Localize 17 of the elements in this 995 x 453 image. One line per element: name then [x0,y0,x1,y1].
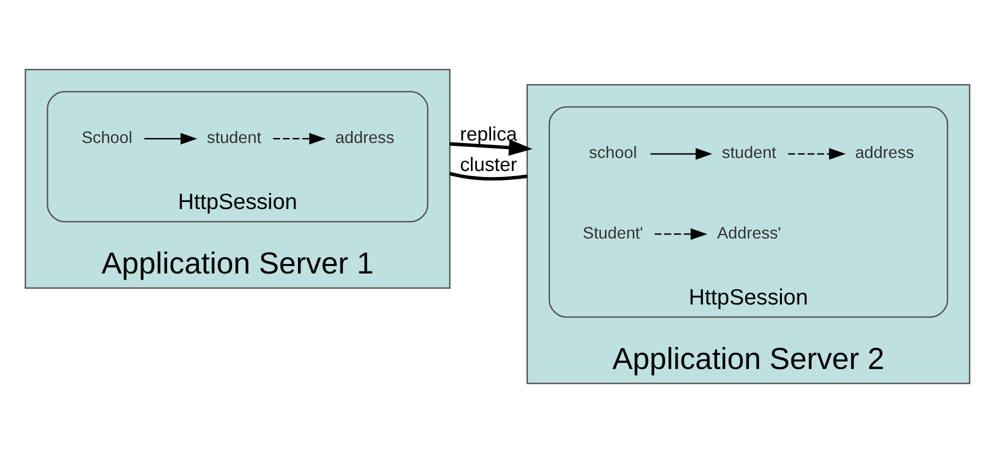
node-text: address [335,128,394,147]
node-text: School [82,128,132,147]
edge-label: replica [460,123,518,146]
node-text: school [588,143,637,162]
node-text: address [855,143,914,162]
arrow [144,132,198,145]
node-text: Address' [717,223,782,242]
arrow [788,148,846,160]
arrow [273,132,326,145]
node-text: Student' [582,223,644,242]
node-text: student [722,143,776,162]
arrow [650,148,712,160]
node-text: student [206,128,262,147]
connector [449,172,528,181]
arrow [450,139,532,156]
edge-label: cluster [460,154,518,176]
arrow [654,228,708,240]
